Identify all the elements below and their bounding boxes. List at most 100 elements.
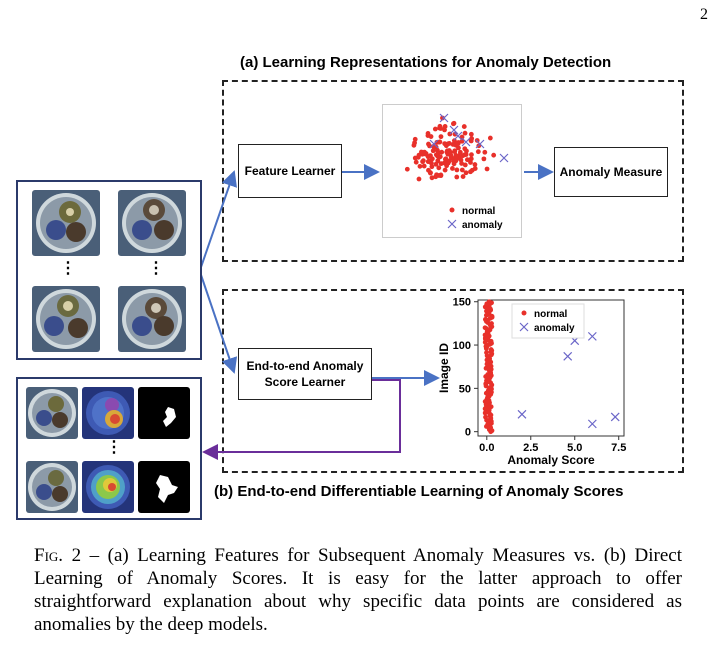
normal-point bbox=[481, 156, 487, 162]
anomaly-point bbox=[587, 419, 597, 429]
anomaly-point bbox=[475, 139, 485, 149]
normal-point bbox=[489, 313, 495, 319]
legend-normal-label: normal bbox=[462, 206, 496, 217]
normal-point bbox=[417, 163, 423, 169]
anomaly-point bbox=[449, 125, 459, 135]
score-anomaly-points bbox=[517, 331, 620, 429]
normal-point bbox=[449, 155, 455, 161]
normal-point bbox=[412, 155, 418, 161]
anomaly-point bbox=[499, 153, 509, 163]
feature-scatter-plot: normal anomaly bbox=[382, 104, 522, 238]
input-image-2 bbox=[118, 190, 186, 256]
page-number: 2 bbox=[700, 6, 708, 23]
normal-point bbox=[459, 138, 465, 144]
legend-normal-marker bbox=[449, 207, 455, 213]
ellipsis-explanation: ⋮ bbox=[106, 439, 122, 456]
normal-point bbox=[428, 153, 433, 159]
normal-point bbox=[451, 161, 457, 167]
normal-point bbox=[461, 124, 467, 129]
input-image-4 bbox=[118, 286, 186, 352]
score-learner-line2: Score Learner bbox=[264, 375, 346, 389]
normal-point bbox=[444, 163, 450, 169]
score-legend-normal-marker bbox=[521, 310, 527, 316]
legend-anomaly-marker bbox=[447, 219, 457, 229]
score-learner-line1: End-to-end Anomaly bbox=[246, 358, 364, 373]
normal-point bbox=[484, 166, 490, 172]
normal-point bbox=[432, 126, 438, 132]
normal-point bbox=[488, 347, 494, 352]
normal-point bbox=[468, 138, 474, 144]
arrow-images-to-score-learner bbox=[199, 271, 238, 374]
anomaly-point bbox=[453, 131, 463, 141]
normal-point bbox=[460, 153, 466, 159]
normal-point bbox=[450, 166, 455, 171]
panel-a-title: (a) Learning Representations for Anomaly… bbox=[240, 54, 612, 71]
y-tick-label: 150 bbox=[453, 297, 471, 309]
normal-point bbox=[434, 172, 439, 178]
input-image-3 bbox=[32, 286, 100, 352]
x-tick-label: 2.5 bbox=[523, 442, 538, 454]
score-legend-anomaly-marker bbox=[519, 322, 529, 332]
score-legend-normal-label: normal bbox=[534, 309, 568, 320]
normal-point bbox=[423, 151, 429, 156]
feature-scatter-frame bbox=[382, 104, 522, 238]
normal-point bbox=[468, 160, 473, 165]
explanation-mask-1 bbox=[138, 387, 190, 439]
normal-point bbox=[454, 167, 460, 173]
normal-point bbox=[436, 165, 442, 171]
x-tick-label: 5.0 bbox=[567, 442, 582, 454]
normal-point bbox=[463, 170, 469, 176]
feature-scatter-normal-points bbox=[404, 115, 497, 182]
normal-point bbox=[443, 156, 449, 162]
normal-point bbox=[412, 140, 417, 146]
normal-point bbox=[453, 154, 459, 160]
normal-point bbox=[428, 134, 434, 139]
feature-scatter-anomaly-points bbox=[429, 113, 509, 163]
x-axis-label: Anomaly Score bbox=[507, 453, 595, 467]
explanation-heatmap-2 bbox=[82, 461, 134, 513]
anomaly-point bbox=[563, 351, 573, 361]
normal-point bbox=[462, 162, 468, 168]
legend-anomaly-label: anomaly bbox=[462, 220, 503, 231]
normal-point bbox=[464, 148, 469, 154]
anomaly-point bbox=[587, 331, 597, 341]
normal-point bbox=[447, 148, 452, 154]
normal-point bbox=[420, 158, 426, 164]
normal-point bbox=[459, 161, 464, 166]
y-tick-label: 50 bbox=[459, 383, 471, 395]
normal-point bbox=[475, 149, 481, 155]
panel-b-frame bbox=[222, 289, 684, 473]
normal-point bbox=[434, 147, 440, 153]
normal-point bbox=[482, 325, 488, 331]
normal-point bbox=[482, 149, 488, 155]
normal-point bbox=[487, 135, 493, 141]
normal-point bbox=[472, 166, 478, 171]
x-tick-label: 7.5 bbox=[611, 442, 626, 454]
score-learner-box: End-to-end Anomaly Score Learner bbox=[238, 348, 372, 400]
explanation-original-2 bbox=[26, 461, 78, 513]
normal-point bbox=[457, 149, 463, 155]
normal-point bbox=[430, 148, 436, 154]
normal-point bbox=[433, 161, 439, 167]
normal-point bbox=[433, 152, 439, 158]
normal-point bbox=[468, 156, 474, 162]
y-tick-label: 100 bbox=[453, 340, 471, 352]
normal-point bbox=[489, 321, 494, 326]
y-tick-label: 0 bbox=[465, 427, 471, 439]
normal-point bbox=[455, 141, 461, 146]
normal-point bbox=[412, 136, 418, 142]
caption-figure-label: Fig. 2 bbox=[34, 545, 82, 566]
normal-point bbox=[462, 130, 468, 136]
score-normal-points bbox=[482, 299, 495, 435]
normal-point bbox=[472, 162, 478, 167]
normal-point bbox=[456, 145, 461, 151]
normal-point bbox=[491, 152, 497, 158]
normal-point bbox=[437, 125, 442, 131]
ellipsis-right: ⋮ bbox=[148, 260, 164, 277]
normal-point bbox=[469, 152, 474, 158]
normal-point bbox=[483, 414, 488, 420]
x-tick-label: 0.0 bbox=[479, 442, 494, 454]
anomaly-point bbox=[461, 137, 471, 147]
anomaly-measure-box: Anomaly Measure bbox=[554, 147, 668, 197]
